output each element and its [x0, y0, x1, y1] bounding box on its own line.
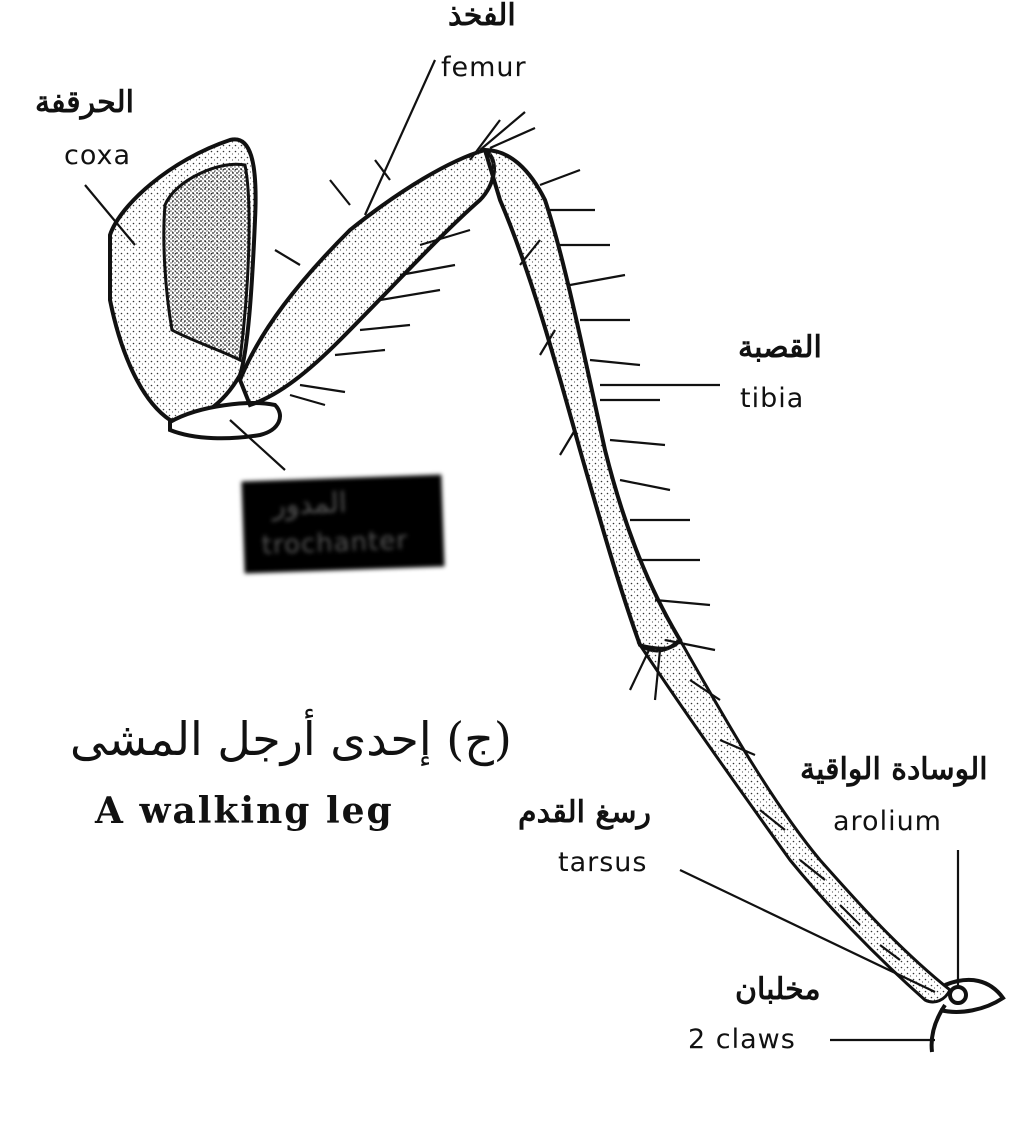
trochanter-label-ar: المدور: [271, 485, 348, 522]
trochanter-label-en: trochanter: [261, 525, 409, 561]
tarsus-label-en: tarsus: [558, 847, 648, 878]
trochanter-label-redacted: المدور trochanter: [241, 474, 445, 574]
tarsus-label-ar: رسغ القدم: [518, 795, 652, 830]
claws-label-en: 2 claws: [688, 1024, 796, 1055]
caption-en: A walking leg: [95, 790, 394, 832]
leg-spines: [274, 111, 901, 961]
leader-lines: [84, 59, 960, 1042]
caption-ar: (ج) إحدى أرجل المشى: [70, 712, 512, 766]
coxa-shape: [108, 137, 258, 423]
arolium-label-en: arolium: [833, 806, 942, 837]
femur-label-ar: الفخذ: [448, 0, 516, 33]
tibia-label-en: tibia: [740, 383, 805, 414]
coxa-label-en: coxa: [64, 140, 132, 171]
arolium-label-ar: الوسادة الواقية: [800, 752, 988, 787]
claws-label-ar: مخلبان: [735, 972, 821, 1007]
femur-label-en: femur: [441, 52, 527, 83]
coxa-label-ar: الحرقفة: [35, 85, 134, 120]
femur-shape: [237, 147, 497, 408]
trochanter-shape: [168, 401, 282, 441]
tibia-label-ar: القصبة: [738, 330, 822, 365]
